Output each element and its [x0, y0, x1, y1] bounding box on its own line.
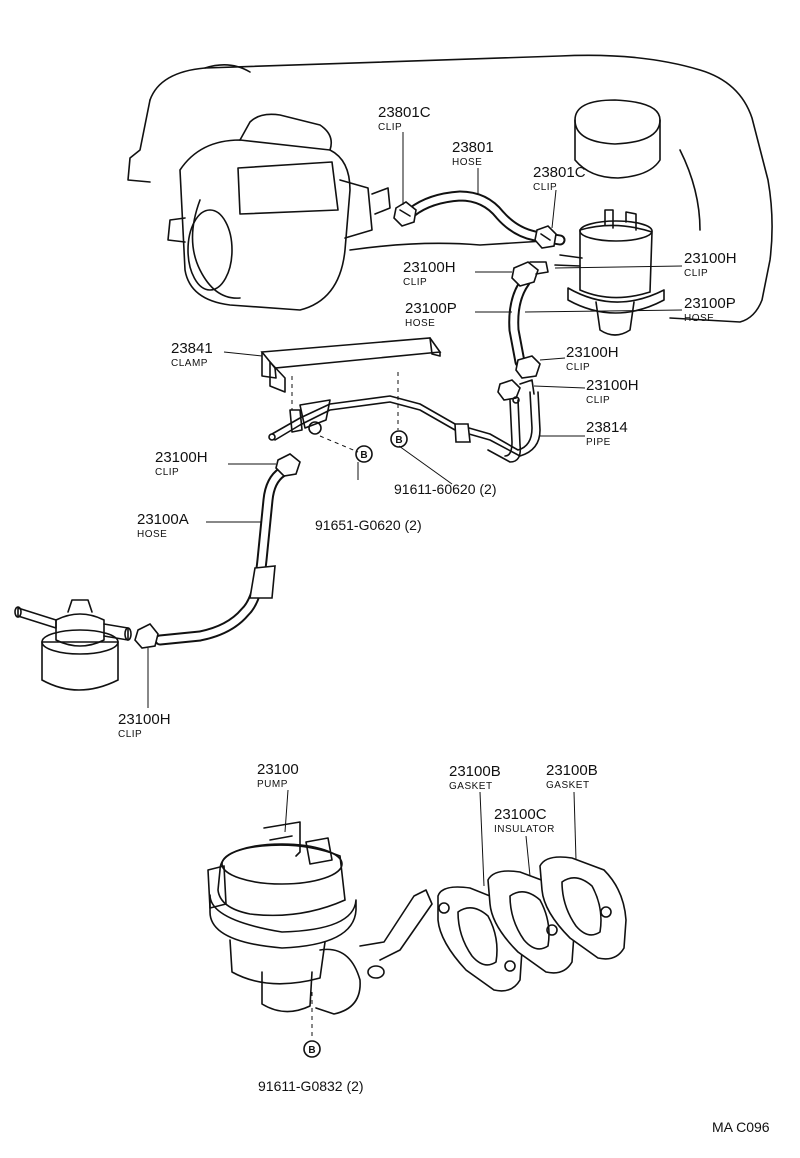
callout-23100c: 23100C INSULATOR	[494, 806, 555, 835]
callout-23100b-r: 23100B GASKET	[546, 762, 598, 791]
part-number: 23801	[452, 139, 494, 156]
part-number: 23100H	[118, 711, 171, 728]
callout-23100b-l: 23100B GASKET	[449, 763, 501, 792]
bolt-badge-2: B	[355, 445, 373, 463]
bolt-ref-91611-60620: 91611-60620 (2)	[394, 481, 496, 497]
part-name: GASKET	[546, 780, 590, 791]
bolt-guide-3	[319, 435, 359, 453]
part-number: 23100P	[684, 295, 736, 312]
badge-letter: B	[308, 1045, 315, 1056]
bolt-ref-91611-g0832: 91611-G0832 (2)	[258, 1078, 364, 1094]
clip-23100h-top	[511, 261, 549, 287]
callout-23100h-d: 23100H CLIP	[586, 377, 639, 406]
part-number: 23100B	[546, 762, 598, 779]
part-name: CLIP	[155, 467, 179, 478]
charcoal-canister	[554, 209, 665, 336]
part-number: 23100B	[449, 763, 501, 780]
clip-23100h-lower	[275, 453, 301, 477]
callout-23100p-r: 23100P HOSE	[684, 295, 736, 324]
part-name: PIPE	[586, 437, 611, 448]
fuel-filter	[14, 599, 132, 691]
hose-23100a	[154, 466, 288, 646]
callout-23801c-top: 23801C CLIP	[378, 104, 431, 133]
part-name: HOSE	[684, 313, 714, 324]
part-number: 23801C	[378, 104, 431, 121]
bolt-badge-3: B	[303, 1040, 321, 1058]
bolt-ref-91651-g0620: 91651-G0620 (2)	[315, 517, 422, 533]
fuel-pump	[207, 821, 433, 1015]
callout-23100: 23100 PUMP	[257, 761, 299, 790]
bolt-badge-1: B	[390, 430, 408, 448]
part-name: HOSE	[452, 157, 482, 168]
part-name: CLIP	[378, 122, 402, 133]
part-name: CLIP	[533, 182, 557, 193]
hose-23100p	[508, 276, 531, 368]
part-number: 23100H	[684, 250, 737, 267]
part-number: 23100	[257, 761, 299, 778]
part-number: 23814	[586, 419, 628, 436]
callout-23801c-right: 23801C CLIP	[533, 164, 586, 193]
callout-23801: 23801 HOSE	[452, 139, 494, 168]
part-number: 23100H	[155, 449, 208, 466]
part-name: GASKET	[449, 781, 493, 792]
callout-23100h-b: 23100H CLIP	[684, 250, 737, 279]
gasket-23100b-rear	[539, 856, 627, 960]
part-name: CLIP	[684, 268, 708, 279]
part-name: CLIP	[118, 729, 142, 740]
callout-23100h-c: 23100H CLIP	[566, 344, 619, 373]
clamp-23841	[260, 337, 442, 435]
clip-23801c-right	[534, 225, 557, 249]
clip-23100h-filter	[134, 622, 159, 649]
callout-23100h-e: 23100H CLIP	[155, 449, 208, 478]
callout-23100h-f: 23100H CLIP	[118, 711, 171, 740]
pipe-23814	[268, 391, 541, 463]
badge-letter: B	[395, 435, 402, 446]
part-number: 23100H	[566, 344, 619, 361]
part-name: CLIP	[403, 277, 427, 288]
part-name: HOSE	[405, 318, 435, 329]
callout-23841: 23841 CLAMP	[171, 340, 213, 369]
part-number: 23801C	[533, 164, 586, 181]
clip-23801c-left	[393, 201, 417, 227]
leader-lines	[147, 132, 683, 887]
part-number: 23100P	[405, 300, 457, 317]
badge-letter: B	[360, 450, 367, 461]
part-name: CLIP	[586, 395, 610, 406]
clip-23100h-pipe-end	[497, 379, 535, 401]
callout-23100a: 23100A HOSE	[137, 511, 189, 540]
part-number: 23100H	[586, 377, 639, 394]
engine-outline	[127, 54, 773, 323]
clip-23100h-mid	[515, 355, 541, 379]
diagram-code: MA C096	[712, 1119, 770, 1135]
part-number: 23841	[171, 340, 213, 357]
part-name: CLIP	[566, 362, 590, 373]
callout-23100h-a: 23100H CLIP	[403, 259, 456, 288]
part-number: 23100H	[403, 259, 456, 276]
part-name: INSULATOR	[494, 824, 555, 835]
hose-23801	[406, 190, 566, 246]
part-number: 23100C	[494, 806, 547, 823]
callout-23814: 23814 PIPE	[586, 419, 628, 448]
callout-23100p-l: 23100P HOSE	[405, 300, 457, 329]
part-number: 23100A	[137, 511, 189, 528]
part-name: HOSE	[137, 529, 167, 540]
part-name: CLAMP	[171, 358, 208, 369]
part-name: PUMP	[257, 779, 288, 790]
